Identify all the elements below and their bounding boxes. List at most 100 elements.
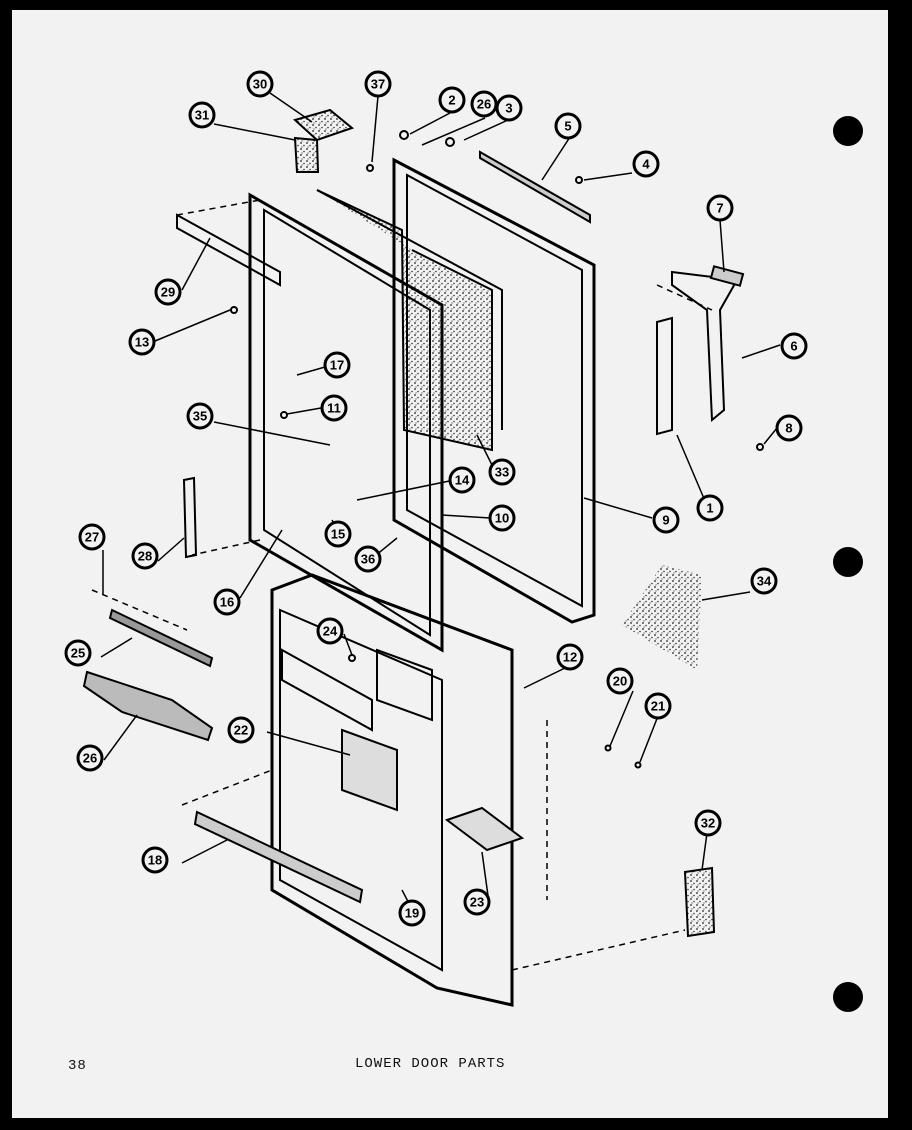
callout-26a: 26 — [470, 90, 498, 118]
callout-circle — [488, 504, 516, 532]
shelf-strip-part — [108, 608, 214, 668]
callout-circle — [463, 888, 491, 916]
screw-13 — [230, 306, 238, 314]
callout-3: 3 — [495, 94, 523, 122]
callout-7: 7 — [706, 194, 734, 222]
callout-number: 29 — [161, 285, 175, 300]
callout-28: 28 — [131, 542, 159, 570]
handle-cap-part — [292, 108, 355, 142]
callout-circle — [696, 494, 724, 522]
callout-25: 25 — [64, 639, 92, 667]
callout-number: 16 — [220, 595, 234, 610]
side-strip-part — [656, 316, 673, 436]
callout-13: 13 — [128, 328, 156, 356]
callout-number: 33 — [495, 465, 509, 480]
callout-10: 10 — [488, 504, 516, 532]
parts-line-art — [82, 108, 764, 1007]
callout-33: 33 — [488, 458, 516, 486]
callout-number: 31 — [195, 108, 209, 123]
callout-number: 6 — [790, 339, 797, 354]
callout-32: 32 — [694, 809, 722, 837]
door-tray-part — [444, 806, 525, 852]
callout-6: 6 — [780, 332, 808, 360]
egg-tray-part — [82, 670, 214, 742]
vertical-strip-part — [182, 476, 198, 559]
callout-number: 1 — [706, 501, 713, 516]
callout-circle — [694, 809, 722, 837]
callout-number: 30 — [253, 77, 267, 92]
callout-circle — [154, 278, 182, 306]
callout-circle — [632, 150, 660, 178]
callout-number: 19 — [405, 906, 419, 921]
callout-number: 24 — [323, 624, 338, 639]
callout-number: 23 — [470, 895, 484, 910]
callout-number: 22 — [234, 723, 248, 738]
callout-2: 2 — [438, 86, 466, 114]
callout-number: 36 — [361, 552, 375, 567]
callout-number: 2 — [448, 93, 455, 108]
callout-number: 9 — [662, 513, 669, 528]
door-insulation-panel — [316, 189, 493, 452]
screw-20 — [604, 744, 612, 752]
callout-circle — [470, 90, 498, 118]
callout-number: 15 — [331, 527, 345, 542]
callout-number: 17 — [330, 358, 344, 373]
callout-23: 23 — [463, 888, 491, 916]
callout-12: 12 — [556, 643, 584, 671]
screw-4 — [575, 176, 583, 184]
callout-14: 14 — [448, 466, 476, 494]
callout-17: 17 — [323, 351, 351, 379]
page-title: LOWER DOOR PARTS — [355, 1056, 506, 1072]
hinge-strip-part — [479, 150, 591, 224]
callout-number: 7 — [716, 201, 723, 216]
screw-3 — [445, 137, 455, 147]
callout-16: 16 — [213, 588, 241, 616]
callout-number: 32 — [701, 816, 715, 831]
callout-11: 11 — [320, 394, 348, 422]
door-gasket-frame — [248, 192, 444, 653]
callout-circle — [78, 523, 106, 551]
lower-door-body — [270, 573, 514, 1007]
callout-35: 35 — [186, 402, 214, 430]
binder-hole-bottom — [833, 982, 863, 1012]
callout-circle — [320, 394, 348, 422]
callout-number: 4 — [642, 157, 650, 172]
callout-number: 13 — [135, 335, 149, 350]
top-strip-part — [176, 213, 281, 287]
screw-24 — [348, 654, 356, 662]
callout-number: 21 — [651, 699, 665, 714]
door-bar-part — [193, 810, 364, 904]
callout-24: 24 — [316, 617, 344, 645]
exploded-parts-diagram: 3031372263542913761711353381491102728153… — [64, 70, 863, 1012]
callout-number: 37 — [371, 77, 385, 92]
callout-number: 18 — [148, 853, 162, 868]
callout-15: 15 — [324, 520, 352, 548]
callout-19: 19 — [398, 899, 426, 927]
screw-8 — [756, 443, 764, 451]
callout-circle — [141, 846, 169, 874]
callout-circle — [780, 332, 808, 360]
callout-number: 10 — [495, 511, 509, 526]
callout-circle — [556, 643, 584, 671]
callout-number: 35 — [193, 409, 207, 424]
callout-number: 26 — [83, 751, 97, 766]
callout-circle — [186, 402, 214, 430]
callout-circle — [64, 639, 92, 667]
callout-27: 27 — [78, 523, 106, 551]
outer-door-frame — [392, 157, 596, 624]
callout-circle — [448, 466, 476, 494]
binder-hole-middle — [833, 547, 863, 577]
door-panel-plate — [341, 728, 398, 812]
callout-circle — [188, 101, 216, 129]
callout-circle — [438, 86, 466, 114]
hinge-bracket-part — [671, 270, 739, 423]
callout-number: 5 — [564, 119, 571, 134]
callout-number: 8 — [785, 421, 792, 436]
callout-circle — [354, 545, 382, 573]
callout-number: 28 — [138, 549, 152, 564]
callout-number: 25 — [71, 646, 85, 661]
callout-circle — [316, 617, 344, 645]
callout-circle — [652, 506, 680, 534]
